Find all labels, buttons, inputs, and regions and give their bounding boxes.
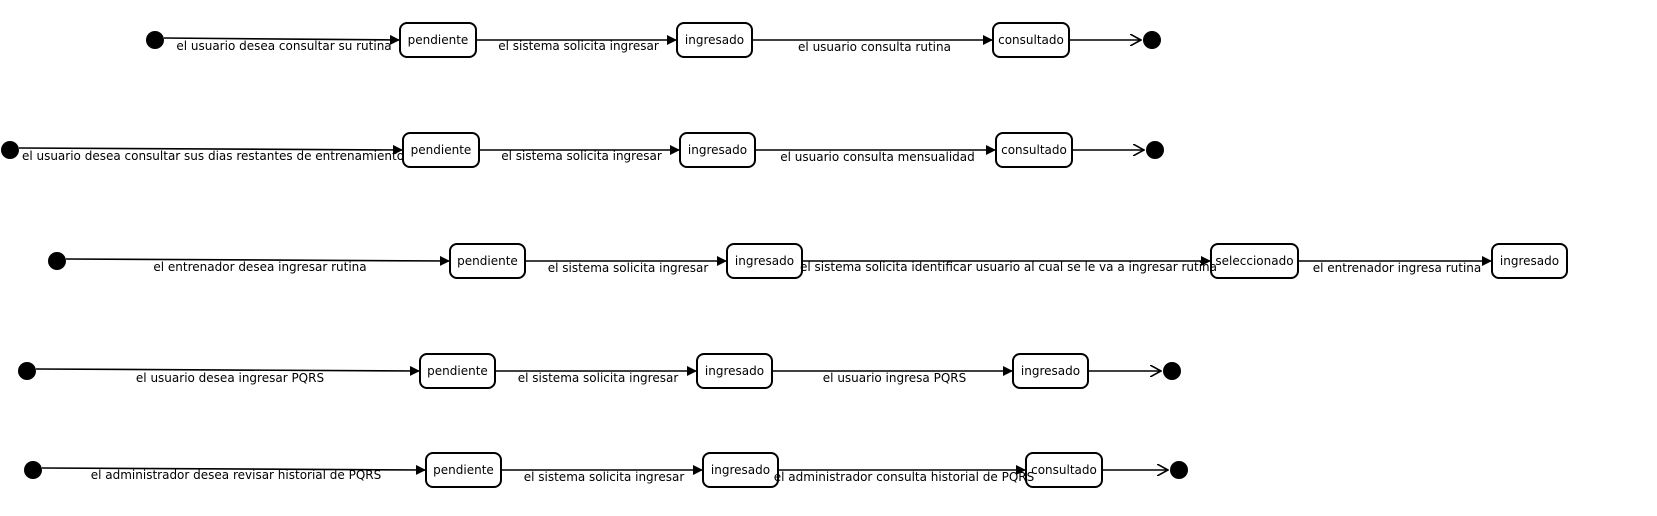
state-node: ingresado: [702, 452, 779, 488]
state-node: consultado: [1025, 452, 1103, 488]
state-node: ingresado: [726, 243, 803, 279]
transition-label: el entrenador desea ingresar rutina: [153, 260, 366, 274]
state-label: ingresado: [1500, 254, 1559, 268]
transition-label: el usuario desea ingresar PQRS: [136, 371, 324, 385]
final-state-node: [1146, 141, 1164, 159]
state-label: ingresado: [685, 33, 744, 47]
initial-state-node: [1, 141, 19, 159]
state-label: consultado: [1001, 143, 1067, 157]
state-node: ingresado: [1012, 353, 1089, 389]
transition-label: el sistema solicita ingresar: [548, 261, 709, 275]
transition-label: el usuario ingresa PQRS: [823, 371, 966, 385]
state-node: pendiente: [399, 22, 477, 58]
state-node: ingresado: [696, 353, 773, 389]
transition-label: el sistema solicita identificar usuario …: [800, 260, 1217, 274]
state-label: pendiente: [427, 364, 488, 378]
transition-label: el sistema solicita ingresar: [518, 371, 679, 385]
final-state-node: [1170, 461, 1188, 479]
transition-arrow: [18, 144, 404, 155]
initial-state-node: [24, 461, 42, 479]
transition-label: el usuario consulta rutina: [798, 40, 951, 54]
transition-label: el administrador consulta historial de P…: [774, 470, 1034, 484]
transition-arrow: [65, 255, 451, 266]
final-state-node: [1143, 31, 1161, 49]
flow-row: pendiente ingresado consultado el usuario d…: [1, 132, 1164, 168]
transition-arrow: [41, 464, 427, 475]
initial-state-node: [48, 252, 66, 270]
state-node: consultado: [995, 132, 1073, 168]
flow-row: pendiente ingresado consultado el usuario d…: [146, 22, 1161, 58]
transition-label: el sistema solicita ingresar: [498, 39, 659, 53]
state-label: seleccionado: [1215, 254, 1293, 268]
state-label: consultado: [998, 33, 1064, 47]
transition-label: el entrenador ingresa rutina: [1313, 261, 1482, 275]
state-label: ingresado: [735, 254, 794, 268]
transition-label: el usuario desea consultar sus dias rest…: [22, 149, 404, 163]
state-label: pendiente: [433, 463, 494, 477]
transition-label: el administrador desea revisar historial…: [91, 468, 382, 482]
state-node: pendiente: [419, 353, 496, 389]
state-label: pendiente: [457, 254, 518, 268]
transition-label: el sistema solicita ingresar: [501, 149, 662, 163]
initial-state-node: [146, 31, 164, 49]
state-node: ingresado: [1491, 243, 1568, 279]
state-node: pendiente: [425, 452, 502, 488]
transition-label: el sistema solicita ingresar: [524, 470, 685, 484]
state-node: consultado: [992, 22, 1070, 58]
flow-row: pendiente ingresado seleccionado ingresado e…: [48, 243, 1568, 279]
transition-label: el usuario consulta mensualidad: [780, 150, 975, 164]
initial-state-node: [18, 362, 36, 380]
final-state-node: [1163, 362, 1181, 380]
state-label: ingresado: [1021, 364, 1080, 378]
state-label: ingresado: [688, 143, 747, 157]
state-label: pendiente: [408, 33, 469, 47]
state-label: consultado: [1031, 463, 1097, 477]
transition-arrow: [35, 365, 421, 376]
transition-label: el usuario desea consultar su rutina: [176, 39, 391, 53]
state-node: pendiente: [449, 243, 526, 279]
flow-row: pendiente ingresado ingresado el usuario de…: [18, 353, 1181, 389]
transition-arrow: [163, 34, 401, 45]
state-node: pendiente: [402, 132, 480, 168]
state-node: ingresado: [676, 22, 753, 58]
state-node: seleccionado: [1210, 243, 1299, 279]
state-node: ingresado: [679, 132, 756, 168]
state-label: pendiente: [411, 143, 472, 157]
state-label: ingresado: [711, 463, 770, 477]
state-label: ingresado: [705, 364, 764, 378]
